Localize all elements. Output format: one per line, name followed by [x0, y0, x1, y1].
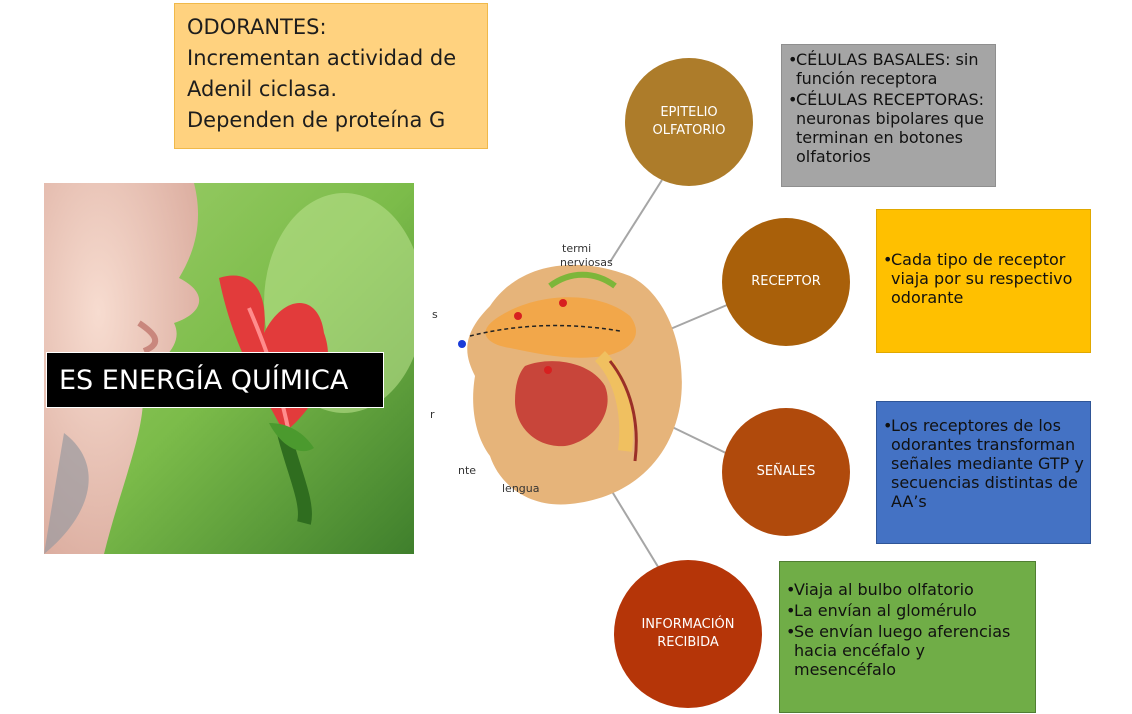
odorantes-line-3: Dependen de proteína G — [187, 105, 475, 136]
bullet-item: •Los receptores de los odorantes transfo… — [883, 416, 1084, 511]
node-title: EPITELIO OLFATORIO — [644, 104, 734, 140]
tongue-label: lengua — [502, 482, 540, 495]
nerves-label-2: nerviosas — [560, 256, 613, 269]
energy-label: ES ENERGÍA QUÍMICA — [46, 352, 384, 408]
side-label-r: r — [430, 408, 435, 421]
bullet-item: •Viaja al bulbo olfatorio — [786, 580, 1029, 599]
node-title: SEÑALES — [757, 463, 816, 481]
nerves-label-1: termi — [562, 242, 591, 255]
bullet-text: Los receptores de los odorantes transfor… — [891, 416, 1084, 511]
bullet-item: •La envían al glomérulo — [786, 601, 1029, 620]
odorantes-line-2: Adenil ciclasa. — [187, 74, 475, 105]
bullet-text: CÉLULAS RECEPTORAS: neuronas bipolares q… — [796, 90, 989, 166]
node-title: RECEPTOR — [751, 273, 821, 291]
box-informacion: •Viaja al bulbo olfatorio •La envían al … — [779, 561, 1036, 713]
box-senales: •Los receptores de los odorantes transfo… — [876, 401, 1091, 544]
side-label-nte: nte — [458, 464, 476, 477]
odorantes-line-1: Incrementan actividad de — [187, 43, 475, 74]
side-label-s: s — [432, 308, 438, 321]
odorantes-note: ODORANTES: Incrementan actividad de Aden… — [174, 3, 488, 149]
box-receptor: •Cada tipo de receptor viaja por su resp… — [876, 209, 1091, 353]
bullet-text: Cada tipo de receptor viaja por su respe… — [891, 250, 1084, 307]
bullet-text: La envían al glomérulo — [794, 601, 977, 620]
bullet-text: Viaja al bulbo olfatorio — [794, 580, 974, 599]
node-informacion-recibida: INFORMACIÓN RECIBIDA — [614, 560, 762, 708]
bullet-item: •CÉLULAS RECEPTORAS: neuronas bipolares … — [788, 90, 989, 166]
bullet-item: •Cada tipo de receptor viaja por su resp… — [883, 250, 1084, 307]
nasal-anatomy-diagram: termi nerviosas lengua s r nte — [430, 236, 690, 508]
bullet-item: •CÉLULAS BASALES: sin función receptora — [788, 50, 989, 88]
box-epitelio: •CÉLULAS BASALES: sin función receptora … — [781, 44, 996, 187]
odorantes-title: ODORANTES: — [187, 12, 475, 43]
bullet-text: CÉLULAS BASALES: sin función receptora — [796, 50, 989, 88]
node-epitelio-olfatorio: EPITELIO OLFATORIO — [625, 58, 753, 186]
node-senales: SEÑALES — [722, 408, 850, 536]
bullet-text: Se envían luego aferencias hacia encéfal… — [794, 622, 1029, 679]
bullet-item: •Se envían luego aferencias hacia encéfa… — [786, 622, 1029, 679]
node-receptor: RECEPTOR — [722, 218, 850, 346]
node-title: INFORMACIÓN RECIBIDA — [633, 616, 743, 652]
